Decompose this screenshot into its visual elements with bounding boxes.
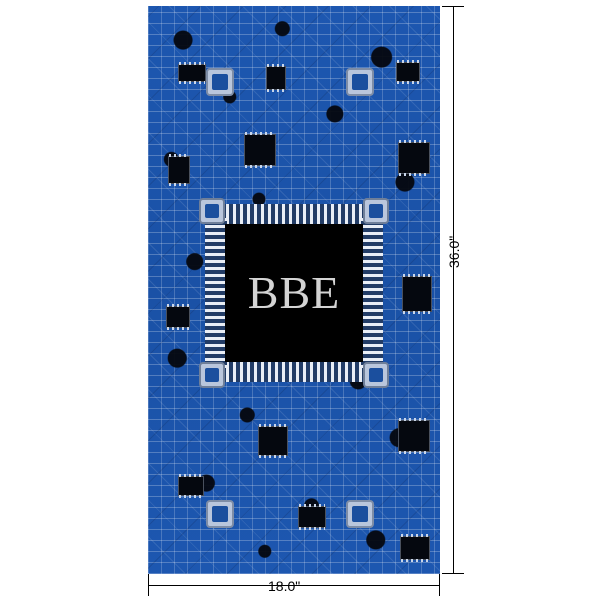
height-dimension-tick-bottom <box>442 573 464 574</box>
ic-chip <box>398 418 430 454</box>
solder-pad <box>199 362 225 388</box>
solder-pad <box>199 198 225 224</box>
solder-pad <box>206 500 234 528</box>
width-dimension-line <box>148 585 440 586</box>
ic-chip <box>258 424 288 458</box>
height-dimension-label: 36.0" <box>446 235 462 268</box>
solder-pad <box>346 68 374 96</box>
width-dimension-tick-right <box>439 574 440 596</box>
chip-pins-bottom <box>219 360 369 382</box>
chip-pins-top <box>219 204 369 226</box>
ic-chip <box>298 504 326 530</box>
width-dimension-tick-left <box>148 574 149 596</box>
height-dimension-tick-top <box>442 6 464 7</box>
solder-pad <box>363 198 389 224</box>
monogram-text: BBE <box>247 267 341 318</box>
height-dimension-line <box>453 6 454 574</box>
ic-chip <box>178 474 204 498</box>
ic-chip <box>266 64 286 92</box>
ic-chip <box>398 140 430 176</box>
solder-pad <box>206 68 234 96</box>
ic-chip <box>402 274 432 314</box>
solder-pad <box>363 362 389 388</box>
ic-chip <box>178 62 206 84</box>
ic-chip <box>244 132 276 168</box>
chip-body: BBE <box>225 224 363 362</box>
ic-chip <box>396 60 420 84</box>
ic-chip <box>168 154 190 186</box>
width-dimension-label: 18.0" <box>268 578 301 594</box>
monogram-chip: BBE <box>199 198 389 388</box>
ic-chip <box>400 534 430 562</box>
ic-chip <box>166 304 190 330</box>
chip-pins-right <box>361 218 383 368</box>
solder-pad <box>346 500 374 528</box>
chip-pins-left <box>205 218 227 368</box>
product-artwork: BBE <box>148 6 440 574</box>
